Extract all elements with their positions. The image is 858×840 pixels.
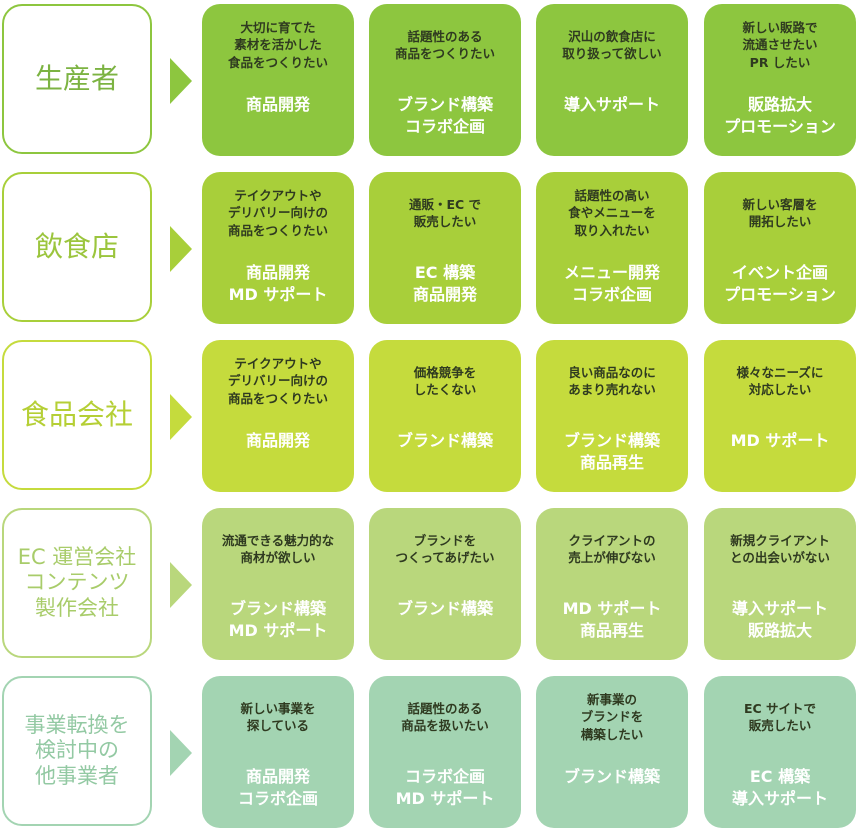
solution-text: ブランド構築	[563, 767, 660, 786]
need-text: 話題性のある 商品を扱いたい	[401, 700, 489, 733]
category-label-box: 事業転換を 検討中の 他事業者	[2, 676, 152, 826]
arrow-right-icon	[170, 562, 192, 608]
category-row: 事業転換を 検討中の 他事業者新しい事業を 探している商品開発 コラボ企画話題性…	[0, 676, 858, 830]
solution-text: EC 構築 導入サポート	[731, 767, 828, 809]
solution-card: 沢山の飲食店に 取り扱って欲しい導入サポート	[536, 4, 688, 156]
category-label: 生産者	[34, 61, 119, 95]
need-text: 大切に育てた 素材を活かした 食品をつくりたい	[227, 20, 328, 70]
category-label-box: EC 運営会社 コンテンツ 製作会社	[2, 508, 152, 658]
category-label-box: 生産者	[2, 4, 152, 154]
need-text: 新しい販路で 流通させたい PR したい	[742, 20, 818, 70]
category-row: 生産者大切に育てた 素材を活かした 食品をつくりたい商品開発話題性のある 商品を…	[0, 4, 858, 158]
solution-card: 価格競争を したくないブランド構築	[369, 340, 521, 492]
solution-text: 商品開発 コラボ企画	[237, 767, 318, 809]
category-label: 食品会社	[20, 397, 133, 431]
solution-card: 大切に育てた 素材を活かした 食品をつくりたい商品開発	[202, 4, 354, 156]
solution-card: テイクアウトや デリバリー向けの 商品をつくりたい商品開発	[202, 340, 354, 492]
category-label: 飲食店	[34, 229, 119, 263]
arrow-right-icon	[170, 394, 192, 440]
solution-card: 流通できる魅力的な 商材が欲しいブランド構築 MD サポート	[202, 508, 354, 660]
need-text: 新しい事業を 探している	[240, 700, 316, 733]
solution-text: MD サポート 商品再生	[562, 599, 662, 641]
solution-text: メニュー開発 コラボ企画	[563, 263, 660, 305]
solution-text: EC 構築 商品開発	[412, 263, 477, 305]
solution-text: 導入サポート 販路拡大	[731, 599, 828, 641]
solution-text: ブランド構築 MD サポート	[228, 599, 328, 641]
category-row: 食品会社テイクアウトや デリバリー向けの 商品をつくりたい商品開発価格競争を し…	[0, 340, 858, 494]
solution-card: クライアントの 売上が伸びない MD サポート 商品再生	[536, 508, 688, 660]
category-label: EC 運営会社 コンテンツ 製作会社	[17, 544, 137, 620]
need-text: EC サイトで 販売したい	[743, 700, 817, 733]
solution-text: 商品開発 MD サポート	[228, 263, 328, 305]
solution-card: 話題性のある 商品を扱いたいコラボ企画 MD サポート	[369, 676, 521, 828]
need-text: 価格競争を したくない	[413, 364, 477, 397]
need-text: ブランドを つくってあげたい	[395, 532, 495, 565]
solution-card: 新事業の ブランドを 構築したいブランド構築	[536, 676, 688, 828]
need-text: 様々なニーズに 対応したい	[736, 364, 824, 397]
category-row: EC 運営会社 コンテンツ 製作会社流通できる魅力的な 商材が欲しいブランド構築…	[0, 508, 858, 662]
solution-card: 通販・EC で 販売したい EC 構築 商品開発	[369, 172, 521, 324]
solution-text: ブランド構築	[396, 599, 493, 618]
solution-text: ブランド構築 コラボ企画	[396, 95, 493, 137]
solution-text: コラボ企画 MD サポート	[395, 767, 495, 809]
solution-card: 話題性のある 商品をつくりたいブランド構築 コラボ企画	[369, 4, 521, 156]
need-text: 良い商品なのに あまり売れない	[568, 364, 656, 397]
solution-text: 商品開発	[245, 95, 310, 114]
solution-text: ブランド構築 商品再生	[563, 431, 660, 473]
solution-card: 新規クライアント との出会いがない導入サポート 販路拡大	[704, 508, 856, 660]
solution-card: 新しい事業を 探している商品開発 コラボ企画	[202, 676, 354, 828]
need-text: 話題性の高い 食やメニューを 取り入れたい	[568, 188, 656, 238]
arrow-right-icon	[170, 226, 192, 272]
solution-text: 販路拡大 プロモーション	[724, 95, 836, 137]
need-text: クライアントの 売上が伸びない	[568, 532, 656, 565]
solution-text: イベント企画 プロモーション	[724, 263, 836, 305]
solution-card: 新しい販路で 流通させたい PR したい販路拡大 プロモーション	[704, 4, 856, 156]
solution-text: MD サポート	[730, 431, 830, 450]
category-label-box: 食品会社	[2, 340, 152, 490]
need-text: 沢山の飲食店に 取り扱って欲しい	[562, 28, 662, 61]
need-text: テイクアウトや デリバリー向けの 商品をつくりたい	[227, 188, 328, 238]
category-row: 飲食店 テイクアウトや デリバリー向けの 商品をつくりたい商品開発 MD サポート…	[0, 172, 858, 326]
category-label-box: 飲食店	[2, 172, 152, 322]
solution-text: ブランド構築	[396, 431, 493, 450]
solution-card: 新しい客層を 開拓したいイベント企画 プロモーション	[704, 172, 856, 324]
category-label: 事業転換を 検討中の 他事業者	[24, 712, 130, 788]
solution-card: 良い商品なのに あまり売れないブランド構築 商品再生	[536, 340, 688, 492]
solution-card: テイクアウトや デリバリー向けの 商品をつくりたい商品開発 MD サポート	[202, 172, 354, 324]
need-text: 流通できる魅力的な 商材が欲しい	[221, 532, 335, 565]
solution-card: ブランドを つくってあげたいブランド構築	[369, 508, 521, 660]
solution-card: EC サイトで 販売したい EC 構築 導入サポート	[704, 676, 856, 828]
arrow-right-icon	[170, 58, 192, 104]
solution-text: 導入サポート	[563, 95, 660, 114]
arrow-right-icon	[170, 730, 192, 776]
need-text: 新事業の ブランドを 構築したい	[580, 692, 644, 742]
solution-card: 話題性の高い 食やメニューを 取り入れたいメニュー開発 コラボ企画	[536, 172, 688, 324]
need-text: 新しい客層を 開拓したい	[742, 196, 818, 229]
need-text: 話題性のある 商品をつくりたい	[394, 28, 495, 61]
solution-text: 商品開発	[245, 431, 310, 450]
solution-card: 様々なニーズに 対応したい MD サポート	[704, 340, 856, 492]
need-text: 新規クライアント との出会いがない	[730, 532, 830, 565]
need-text: 通販・EC で 販売したい	[408, 196, 482, 229]
need-text: テイクアウトや デリバリー向けの 商品をつくりたい	[227, 356, 328, 406]
